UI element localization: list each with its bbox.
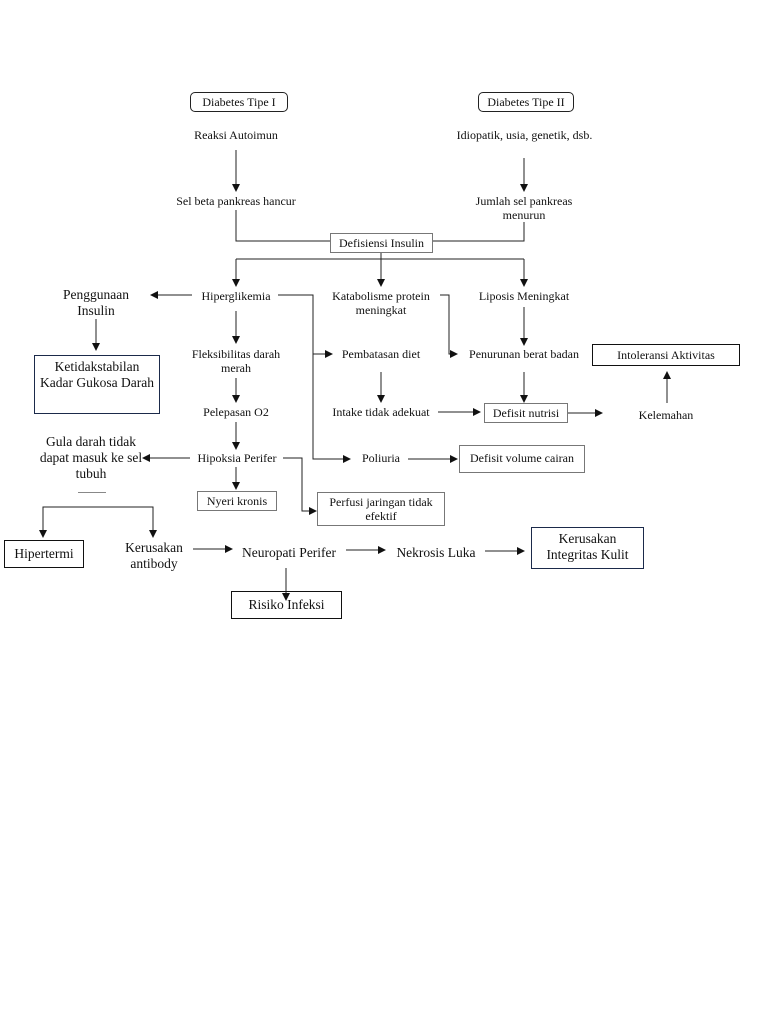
node-sel-beta: Sel beta pankreas hancur (176, 194, 296, 208)
node-poliuria: Poliuria (362, 451, 400, 465)
node-ketidakstabilan-glukosa: Ketidakstabilan Kadar Gukosa Darah (34, 355, 160, 414)
node-pelepasan-o2: Pelepasan O2 (203, 405, 269, 419)
node-hipertermi: Hipertermi (4, 540, 84, 568)
line-split-hipertermi (42, 506, 154, 535)
node-nekrosis: Nekrosis Luka (396, 545, 476, 560)
line-hiperglikemia-right (278, 294, 351, 463)
node-defisiensi-insulin: Defisiensi Insulin (330, 233, 433, 253)
divider-line (78, 492, 106, 493)
node-neuropati: Neuropati Perifer (241, 545, 337, 560)
node-hipoksia: Hipoksia Perifer (197, 451, 277, 465)
line-katabolisme-penurunan (440, 294, 458, 358)
node-idiopatik: Idiopatik, usia, genetik, dsb. (456, 128, 593, 142)
node-reaksi-autoimun: Reaksi Autoimun (194, 128, 278, 142)
node-risiko-infeksi: Risiko Infeksi (231, 591, 342, 619)
node-diabetes-tipe-2: Diabetes Tipe II (478, 92, 574, 112)
node-hiperglikemia: Hiperglikemia (201, 289, 271, 303)
node-defisit-cairan: Defisit volume cairan (459, 445, 585, 473)
node-jumlah-sel: Jumlah sel pankreas menurun (475, 194, 573, 222)
line-selbeta-defisiensi (235, 210, 330, 242)
node-defisit-nutrisi: Defisit nutrisi (484, 403, 568, 423)
node-gula-darah: Gula darah tidak dapat masuk ke sel tubu… (39, 434, 143, 481)
line-jumlahsel-defisiensi (433, 222, 525, 242)
node-penggunaan-insulin: Penggunaan Insulin (63, 287, 129, 318)
line-hipoksia-perfusi (283, 457, 317, 515)
node-intake: Intake tidak adekuat (332, 405, 430, 419)
node-penurunan-bb: Penurunan berat badan (469, 347, 579, 361)
node-nyeri-kronis: Nyeri kronis (197, 491, 277, 511)
node-diabetes-tipe-1: Diabetes Tipe I (190, 92, 288, 112)
node-perfusi: Perfusi jaringan tidak efektif (317, 492, 445, 526)
node-pembatasan-diet: Pembatasan diet (341, 347, 421, 361)
node-intoleransi-aktivitas: Intoleransi Aktivitas (592, 344, 740, 366)
node-kelemahan: Kelemahan (638, 408, 694, 422)
node-kerusakan-antibody: Kerusakan antibody (125, 540, 183, 571)
node-katabolisme: Katabolisme protein meningkat (332, 289, 430, 317)
node-liposis: Liposis Meningkat (478, 289, 570, 303)
node-fleksibilitas: Fleksibilitas darah merah (191, 347, 281, 375)
node-integritas-kulit: Kerusakan Integritas Kulit (531, 527, 644, 569)
